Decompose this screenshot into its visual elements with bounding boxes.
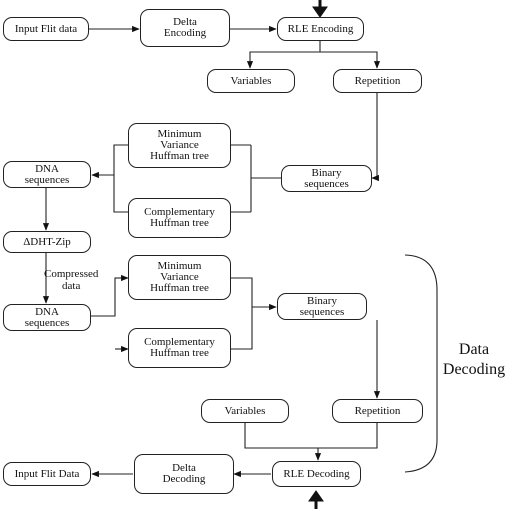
dht-zip: ΔDHT-Zip xyxy=(3,231,91,253)
entry-arrow-bottom-head xyxy=(308,490,324,502)
minimum-variance-tree-top: Minimum Variance Huffman tree xyxy=(128,123,231,168)
edge-trees-to-dna xyxy=(92,144,128,213)
compressed-data-label: Compressed data xyxy=(44,268,99,292)
repetition-top: Repetition xyxy=(333,69,422,93)
edge-repetition-to-binary xyxy=(371,93,379,182)
edge-variables-repetition-merge xyxy=(244,423,378,460)
complementary-tree-top: Complementary Huffman tree xyxy=(128,198,231,238)
variables-bottom: Variables xyxy=(201,399,289,423)
rle-encoding: RLE Encoding xyxy=(277,17,364,41)
dna-sequences-bottom: DNA sequences xyxy=(3,304,91,331)
input-flit-data-bottom: Input Flit Data xyxy=(3,462,91,486)
binary-sequences-bottom: Binary sequences xyxy=(277,293,367,320)
delta-encoding: Delta Encoding xyxy=(140,9,230,47)
edge-binary-to-trees xyxy=(230,144,281,213)
dna-sequences-top: DNA sequences xyxy=(3,161,91,188)
minimum-variance-tree-bottom: Minimum Variance Huffman tree xyxy=(128,255,231,300)
complementary-tree-bottom: Complementary Huffman tree xyxy=(128,328,231,368)
edge-rle-to-repetition xyxy=(320,51,381,69)
entry-arrow-top-head xyxy=(312,6,328,18)
rle-decoding: RLE Decoding xyxy=(272,461,361,487)
edge-rle-to-variables xyxy=(246,41,321,69)
input-flit-data-top: Input Flit data xyxy=(3,17,89,41)
decoding-bracket xyxy=(404,254,438,473)
binary-sequences-top: Binary sequences xyxy=(281,165,372,192)
repetition-bottom: Repetition xyxy=(332,399,423,423)
edge-trees-to-binary xyxy=(230,277,276,350)
data-decoding-label: Data Decoding xyxy=(442,341,506,378)
delta-decoding: Delta Decoding xyxy=(134,454,234,494)
variables-top: Variables xyxy=(207,69,295,93)
